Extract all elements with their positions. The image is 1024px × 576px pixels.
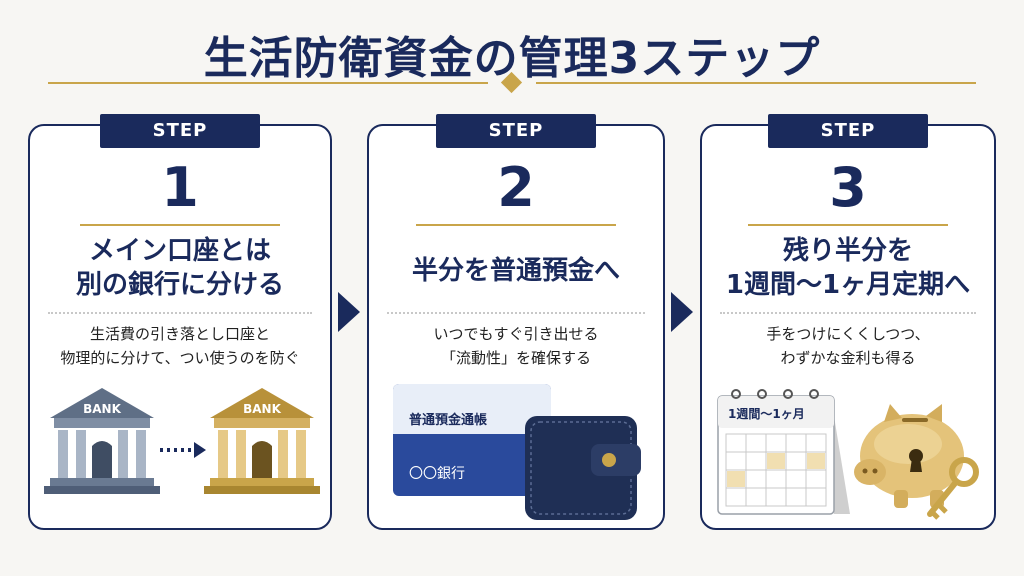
passbook-wallet-illustration: 普通預金通帳 〇〇銀行 — [393, 384, 641, 520]
number-underline — [416, 224, 616, 226]
bank-gold-label: BANK — [243, 402, 281, 416]
bank-gold-icon: BANK — [204, 388, 320, 494]
step-number: 1 — [161, 156, 199, 219]
number-underline — [80, 224, 280, 226]
number-underline — [748, 224, 948, 226]
step-desc-line2: わずかな金利も得る — [780, 349, 916, 367]
chevron-right-icon — [338, 292, 360, 332]
step-heading: 半分を普通預金へ — [369, 254, 663, 288]
key-icon — [927, 457, 979, 520]
banks-illustration: BANK BANK — [44, 388, 320, 494]
step-desc-line1: 手をつけにくくしつつ、 — [766, 325, 930, 343]
calendar-icon: 1週間〜1ヶ月 — [717, 389, 850, 515]
step-heading-line1: 残り半分を — [782, 236, 913, 266]
step-description: 手をつけにくくしつつ、 わずかな金利も得る — [702, 322, 994, 370]
arrow-dotted-icon — [160, 442, 206, 458]
step-badge: STEP — [436, 114, 596, 148]
dotted-separator — [387, 312, 645, 314]
chevron-right-icon — [671, 292, 693, 332]
step-heading-line2: 1週間〜1ヶ月定期へ — [725, 270, 971, 300]
step-card-2: STEP 2 半分を普通預金へ いつでもすぐ引き出せる 「流動性」を確保する 普… — [367, 114, 665, 530]
calendar-piggy-illustration: 1週間〜1ヶ月 — [717, 389, 979, 520]
step-badge: STEP — [100, 114, 260, 148]
dotted-separator — [48, 312, 312, 314]
step-heading-line2: 別の銀行に分ける — [75, 270, 284, 300]
dotted-separator — [720, 312, 976, 314]
step-desc-line2: 「流動性」を確保する — [440, 349, 591, 367]
bank-gray-label: BANK — [83, 402, 121, 416]
bank-gray-icon: BANK — [44, 388, 160, 494]
step-heading: メイン口座とは 別の銀行に分ける — [30, 234, 330, 302]
passbook-bank: 〇〇銀行 — [409, 466, 465, 482]
step-heading-line1: 半分を普通預金へ — [411, 256, 620, 286]
step-heading: 残り半分を 1週間〜1ヶ月定期へ — [702, 234, 994, 302]
wallet-icon — [525, 416, 641, 520]
step-card-3: STEP 3 残り半分を 1週間〜1ヶ月定期へ 手をつけにくくしつつ、 わずかな… — [700, 114, 996, 530]
step-number: 3 — [829, 156, 867, 219]
step-description: いつでもすぐ引き出せる 「流動性」を確保する — [369, 322, 663, 370]
passbook-icon: 普通預金通帳 〇〇銀行 — [393, 384, 551, 496]
piggy-bank-icon — [854, 404, 964, 508]
title-divider-right — [536, 82, 976, 84]
step-desc-line2: 物理的に分けて、つい使うのを防ぐ — [60, 349, 300, 367]
step-desc-line1: 生活費の引き落とし口座と — [89, 325, 270, 343]
step-badge: STEP — [768, 114, 928, 148]
step-heading-line1: メイン口座とは — [88, 236, 271, 266]
passbook-title: 普通預金通帳 — [409, 412, 487, 428]
calendar-label: 1週間〜1ヶ月 — [728, 406, 805, 421]
step-description: 生活費の引き落とし口座と 物理的に分けて、つい使うのを防ぐ — [30, 322, 330, 370]
step-number: 2 — [497, 156, 535, 219]
step-card-1: STEP 1 メイン口座とは 別の銀行に分ける 生活費の引き落とし口座と 物理的… — [28, 114, 332, 530]
title-divider-left — [48, 82, 488, 84]
step-desc-line1: いつでもすぐ引き出せる — [433, 325, 599, 343]
